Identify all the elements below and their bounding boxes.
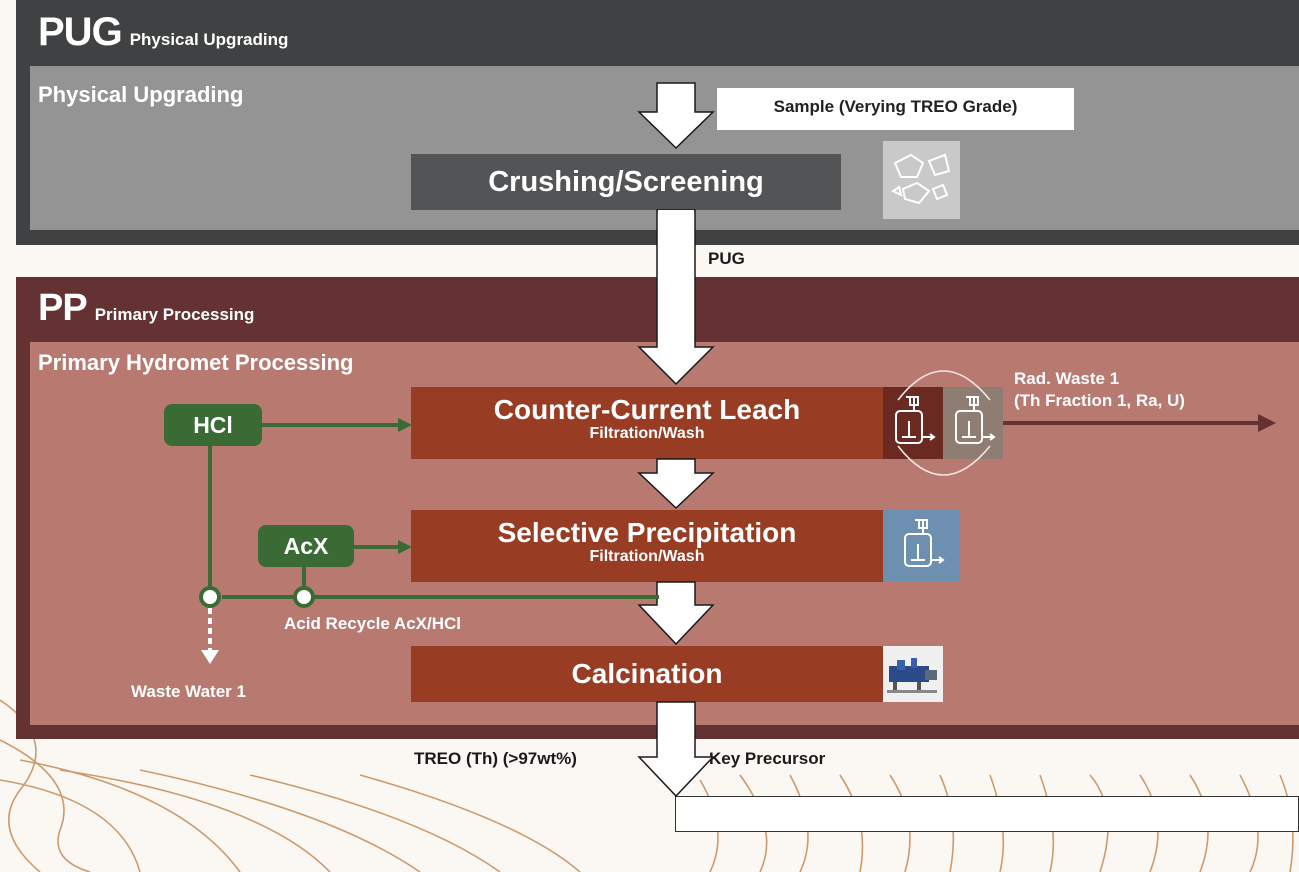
leach-title: Counter-Current Leach bbox=[493, 394, 801, 425]
selective-precipitation-stage: Selective Precipitation Filtration/Wash bbox=[411, 510, 883, 582]
rocks-icon bbox=[883, 141, 960, 219]
acx-reagent: AcX bbox=[258, 525, 354, 567]
rad-waste-label: Rad. Waste 1 (Th Fraction 1, Ra, U) bbox=[1014, 368, 1185, 412]
treo-output-label: TREO (Th) (>97wt%) bbox=[414, 749, 577, 768]
pp-heading: PP Primary Processing bbox=[38, 287, 254, 330]
sample-input-box: Sample (Verying TREO Grade) bbox=[717, 88, 1074, 130]
calcination-stage: Calcination bbox=[411, 646, 883, 702]
kiln-machine-icon bbox=[883, 646, 943, 702]
rad-waste-line2: (Th Fraction 1, Ra, U) bbox=[1014, 391, 1185, 410]
stirred-tank-icon bbox=[943, 387, 1003, 459]
hcl-reagent: HCl bbox=[164, 404, 262, 446]
counter-current-leach-stage: Counter-Current Leach Filtration/Wash bbox=[411, 387, 883, 459]
acid-recycle-label: Acid Recycle AcX/HCl bbox=[284, 614, 461, 633]
pug-connector-label: PUG bbox=[708, 249, 745, 268]
pug-subtitle: Physical Upgrading bbox=[129, 30, 289, 49]
pp-subtitle: Primary Processing bbox=[94, 305, 255, 324]
calc-title: Calcination bbox=[571, 658, 723, 689]
leach-subtitle: Filtration/Wash bbox=[589, 425, 705, 442]
pp-code: PP bbox=[38, 287, 88, 329]
crushing-stage: Crushing/Screening bbox=[411, 154, 841, 210]
stirred-tank-icon bbox=[883, 510, 960, 582]
pp-section-title: Primary Hydromet Processing bbox=[38, 350, 354, 375]
waste-water-label: Waste Water 1 bbox=[131, 682, 246, 701]
pug-section-title: Physical Upgrading bbox=[38, 82, 244, 107]
output-box bbox=[675, 796, 1299, 832]
stirred-tank-icon bbox=[883, 387, 943, 459]
pug-heading: PUG Physical Upgrading bbox=[38, 10, 288, 55]
pug-code: PUG bbox=[38, 10, 123, 54]
precip-title: Selective Precipitation bbox=[497, 517, 797, 548]
precip-subtitle: Filtration/Wash bbox=[589, 548, 705, 565]
key-precursor-label: Key Precursor bbox=[709, 749, 826, 768]
rad-waste-line1: Rad. Waste 1 bbox=[1014, 369, 1120, 388]
